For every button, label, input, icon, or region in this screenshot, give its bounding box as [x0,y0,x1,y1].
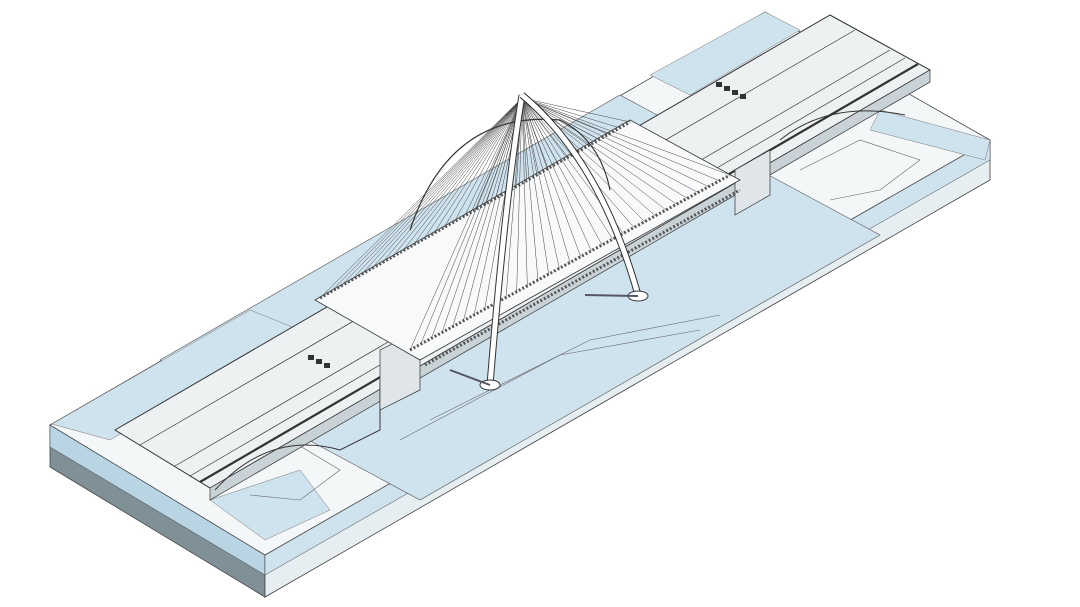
cable [521,97,631,123]
cable [521,97,549,275]
cable [521,97,581,257]
cable [521,97,571,263]
cable [412,97,523,246]
arch-right-leg-inner [520,93,641,296]
arch-shadows [449,294,639,386]
arch-left-leg-inner [487,94,525,386]
cable [521,97,592,251]
cable [464,97,523,216]
cable [521,97,569,158]
cable [409,97,523,351]
abutment-arch-right [779,110,906,141]
cable [381,97,523,263]
cable [521,97,538,175]
cable [420,97,523,345]
vehicles-left [308,355,330,368]
cable [521,97,528,286]
cable [521,97,699,193]
cable [521,97,620,129]
abutment-arch-left [214,380,381,491]
cable [521,97,548,170]
cable [423,97,523,240]
cable [521,97,731,176]
river-edge-near-left [209,469,331,541]
cable [392,97,523,258]
cable [433,97,523,234]
cable [521,97,688,199]
cable [521,97,539,281]
cable [521,97,613,240]
cable [402,97,523,252]
cable [521,97,560,269]
cable [474,97,523,211]
river-edge-near-right [869,109,991,161]
river-edge-far-right [649,11,801,96]
arch-curved-top [409,118,611,231]
pier-right [734,149,771,216]
cable [521,97,720,182]
cable [454,97,523,222]
cable [521,97,709,187]
cable [443,97,523,228]
vehicles-right [716,82,746,99]
cable [521,97,558,164]
cable [516,97,523,292]
cable [431,97,523,339]
cable [319,97,523,299]
cable [330,97,523,293]
cable [452,97,523,327]
